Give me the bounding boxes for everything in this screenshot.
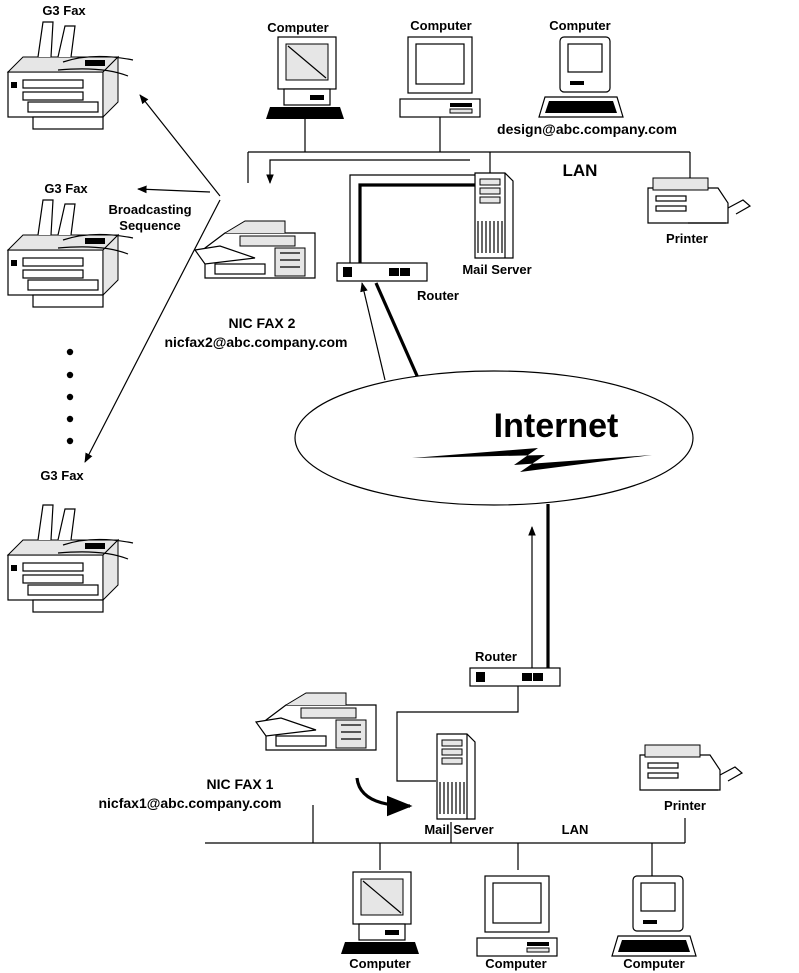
g3-fax-label-1: G3 Fax (42, 3, 86, 18)
lightning-bolt-icon (412, 448, 652, 472)
bottom-computer-label-3: Computer (623, 956, 684, 971)
top-router-to-server-line (349, 174, 475, 263)
nic-fax-1-label: NIC FAX 1 (207, 776, 274, 792)
top-mail-server-label: Mail Server (462, 262, 531, 277)
bottom-mail-server-icon (436, 733, 476, 820)
top-router-to-server-thick (358, 183, 475, 263)
ellipsis-dot-4 (66, 415, 74, 423)
top-computer-label-1: Computer (267, 20, 328, 35)
bottom-computer-icon-3 (611, 875, 697, 957)
ellipsis-dot-1 (66, 348, 74, 356)
g3-fax-icon-3 (7, 504, 134, 613)
internet-cloud (294, 370, 694, 506)
nic-fax-2-email: nicfax2@abc.company.com (164, 334, 347, 350)
top-computer-icon-1 (265, 36, 345, 120)
broadcasting-label: Broadcasting (108, 202, 191, 217)
nicfax1-to-mail-arrow (355, 777, 413, 817)
ellipsis-dot-5 (66, 437, 74, 445)
nic-fax-2-icon (194, 220, 316, 279)
g3-fax-icon-1 (7, 21, 134, 130)
bottom-printer-icon (639, 744, 743, 791)
top-computer-icon-3 (538, 36, 624, 118)
bottom-printer-label: Printer (664, 798, 706, 813)
top-printer-label: Printer (666, 231, 708, 246)
bottom-router-icon (469, 667, 561, 687)
top-computer-icon-2 (399, 36, 481, 118)
ellipsis-dot-3 (66, 393, 74, 401)
broadcast-arrow-2 (137, 185, 211, 194)
bottom-computer-label-2: Computer (485, 956, 546, 971)
top-router-internet-link (374, 282, 420, 379)
top-computer-label-2: Computer (410, 18, 471, 33)
bottom-router-label: Router (475, 649, 517, 664)
mail-to-nicfax2-arrow (266, 159, 470, 184)
bottom-computer-icon-2 (476, 875, 558, 957)
design-email-label: design@abc.company.com (497, 121, 677, 137)
bottom-router-to-server-line (396, 686, 519, 782)
top-mail-server-icon (474, 172, 514, 259)
bottom-lan-label: LAN (562, 822, 589, 837)
sequence-label: Sequence (119, 218, 180, 233)
top-router-icon (336, 262, 428, 282)
top-router-label: Router (417, 288, 459, 303)
nic-fax-2-label: NIC FAX 2 (229, 315, 296, 331)
top-lan-label: LAN (563, 161, 598, 180)
nic-fax-1-email: nicfax1@abc.company.com (98, 795, 281, 811)
bottom-computer-icon-1 (340, 871, 420, 955)
ellipsis-dot-2 (66, 371, 74, 379)
g3-fax-label-3: G3 Fax (40, 468, 84, 483)
broadcast-arrow-3 (84, 199, 221, 463)
bottom-mail-server-label: Mail Server (424, 822, 493, 837)
bottom-computer-label-1: Computer (349, 956, 410, 971)
internet-to-top-router-arrow (360, 282, 386, 381)
top-printer-icon (647, 177, 751, 224)
top-computer-label-3: Computer (549, 18, 610, 33)
nic-fax-1-icon (255, 692, 377, 751)
internet-label: Internet (494, 407, 619, 445)
broadcast-arrow-1 (139, 94, 221, 197)
g3-fax-label-2: G3 Fax (44, 181, 88, 196)
